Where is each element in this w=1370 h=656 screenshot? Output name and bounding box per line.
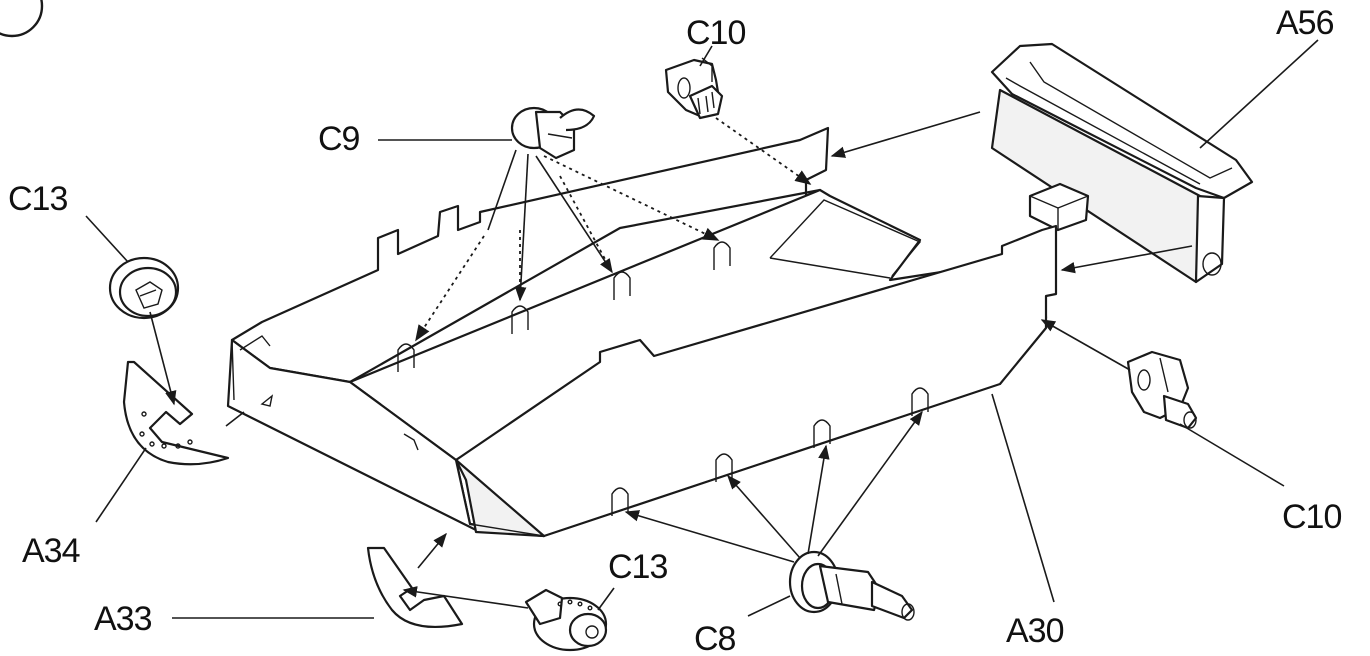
part-c10-right [1126, 350, 1198, 430]
label-a30: A30 [1006, 612, 1064, 650]
part-a34 [122, 360, 230, 466]
part-c10-top [664, 57, 724, 120]
part-a30-hull [226, 126, 1058, 538]
label-c13-left: C13 [8, 180, 67, 218]
part-a33 [366, 546, 464, 628]
label-c13-bottom: C13 [608, 548, 667, 586]
label-a34: A34 [22, 532, 80, 570]
part-c8 [788, 550, 915, 621]
label-a33: A33 [94, 600, 152, 638]
part-c9 [510, 106, 596, 160]
label-c8: C8 [694, 620, 736, 656]
part-c13-bottom [524, 588, 608, 652]
label-c10-top: C10 [686, 14, 745, 52]
part-a56 [990, 42, 1254, 284]
step-marker-circle [0, 0, 44, 38]
label-c9: C9 [318, 120, 360, 158]
label-a56: A56 [1276, 4, 1334, 42]
part-c13-left [108, 256, 180, 320]
label-c10-right: C10 [1282, 498, 1341, 536]
